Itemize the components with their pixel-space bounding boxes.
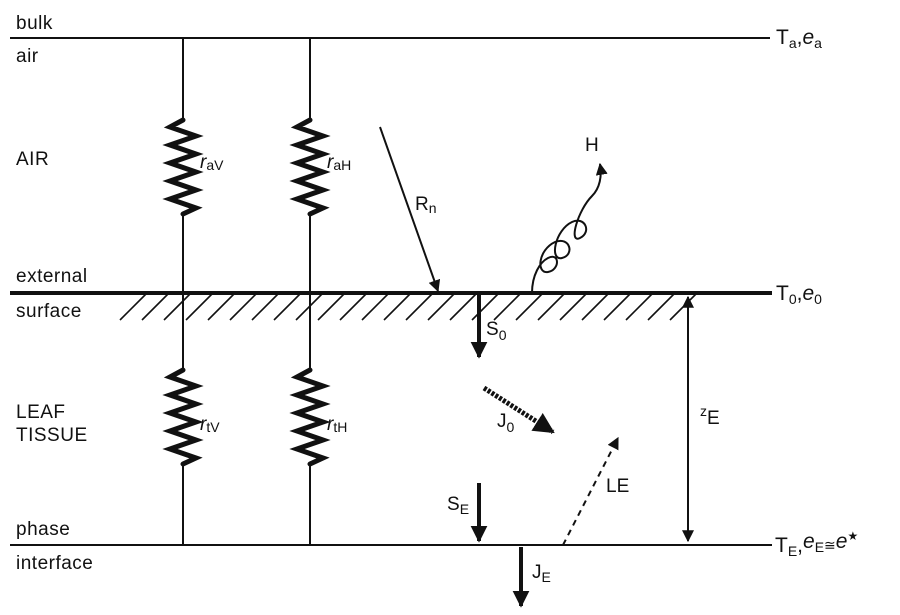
label-external: external [16, 266, 88, 287]
label-h: H [585, 135, 599, 156]
label-je: JE [532, 562, 551, 585]
label-te-ee: TE,eE≅e★ [775, 529, 858, 559]
label-t0-e0: T0,e0 [776, 282, 822, 307]
label-ze: zE [700, 403, 720, 429]
h-flux-coil [531, 162, 608, 294]
surface-hatching [119, 293, 697, 321]
label-rah: raH [327, 152, 351, 173]
label-rav: raV [200, 152, 224, 173]
label-j0: J0 [497, 411, 515, 435]
label-s0: S0 [486, 319, 507, 343]
label-rtv: rtV [200, 414, 220, 435]
resistor-column-heat [289, 38, 331, 545]
label-air: AIR [16, 149, 49, 170]
label-rth: rtH [327, 414, 347, 435]
label-air-small: air [16, 46, 39, 67]
label-se: SE [447, 494, 469, 517]
label-bulk: bulk [16, 13, 53, 34]
label-phase: phase [16, 519, 70, 540]
label-rn: Rn [415, 194, 437, 216]
j0-arrow [482, 385, 555, 435]
label-interface: interface [16, 553, 93, 574]
label-surface: surface [16, 301, 82, 322]
resistor-column-vapour [162, 38, 204, 545]
label-le: LE [606, 476, 629, 497]
label-ta-ea: Ta,ea [776, 26, 822, 51]
rn-arrow [379, 126, 441, 293]
le-arrow [562, 436, 619, 546]
label-tissue: TISSUE [16, 425, 88, 446]
label-leaf: LEAF [16, 402, 66, 423]
